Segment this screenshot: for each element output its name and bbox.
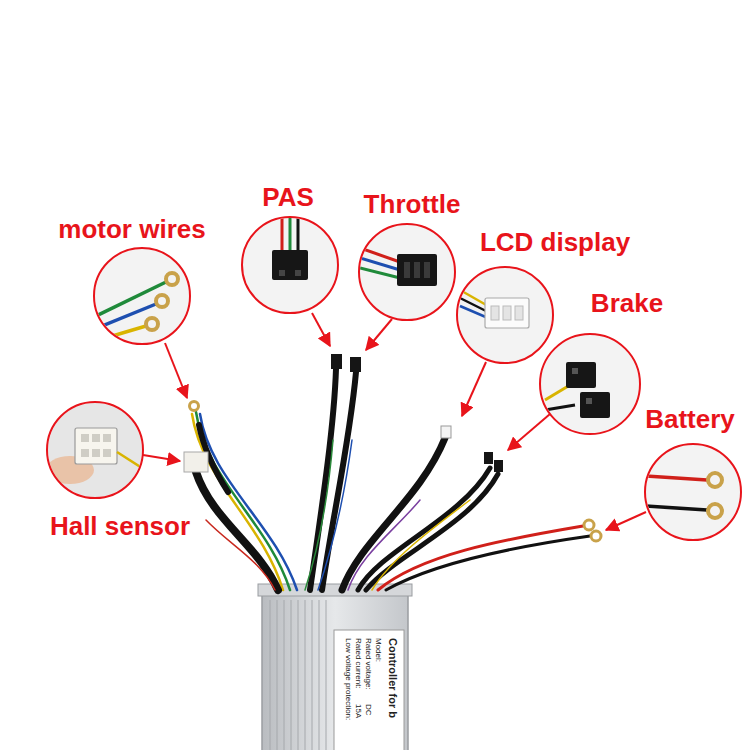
controller-sticker: Controller for b Model:Rated voltage:Rate…	[338, 638, 400, 750]
spec-text: Rated voltage:	[364, 638, 372, 690]
part-caption: Brake	[591, 290, 663, 316]
inset-brake	[540, 334, 640, 434]
spec-text: Rated current:	[354, 638, 362, 689]
controller-housing	[258, 584, 412, 750]
inset-hall-sensor	[45, 400, 145, 500]
inset-motor-wires	[90, 244, 194, 348]
part-caption: LCD display	[480, 229, 630, 255]
part-caption: PAS	[262, 184, 314, 210]
leader-arrows	[143, 313, 646, 530]
spec-text: Low voltage protection:	[344, 638, 352, 720]
inset-throttle	[357, 222, 457, 322]
sticker-title: Controller for b	[387, 638, 398, 718]
spec-text: 15A	[354, 704, 362, 718]
part-caption: Battery	[645, 406, 735, 432]
inset-pas	[240, 214, 340, 316]
part-caption: Throttle	[364, 191, 461, 217]
part-caption: Hall sensor	[50, 513, 190, 539]
inset-lcd-display	[455, 265, 555, 365]
spec-text: DC	[364, 704, 372, 716]
spec-text: Model:	[374, 638, 382, 662]
wire-harness	[184, 354, 601, 590]
part-caption: motor wires	[58, 216, 205, 242]
inset-battery	[643, 442, 743, 542]
